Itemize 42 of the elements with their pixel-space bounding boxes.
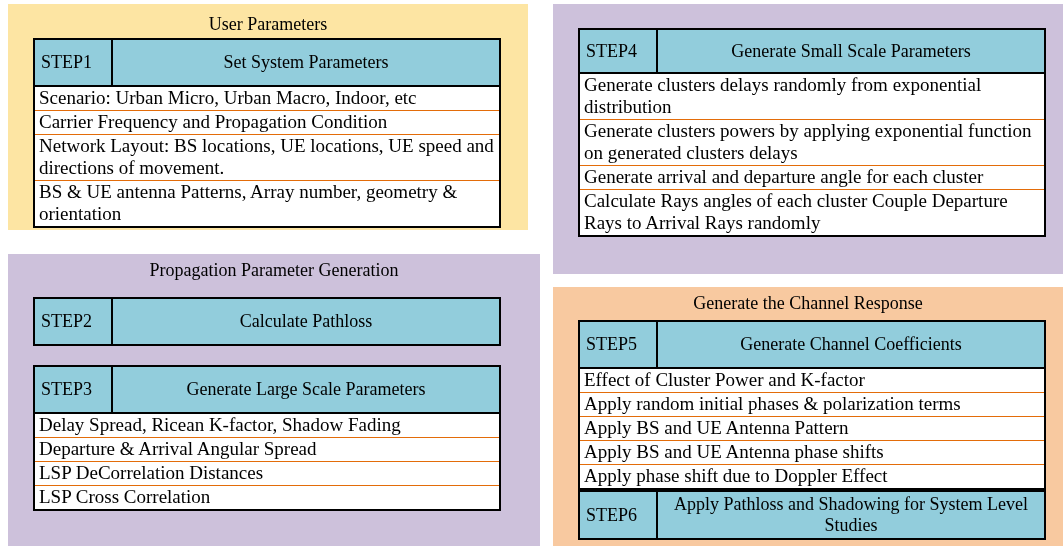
parameter-text: Generate arrival and departure angle for each cluster [580, 165, 1044, 189]
step-number: STEP3 [35, 367, 113, 412]
parameter-text: Scenario: Urban Micro, Urban Macro, Indoor, etc [38, 87, 418, 110]
step-heading: Generate Channel Coefficients [658, 322, 1044, 367]
step-number: STEP1 [35, 40, 113, 85]
panel-background [553, 287, 1063, 546]
panel-background [8, 4, 528, 230]
step-table [33, 297, 501, 346]
step-heading: Calculate Pathloss [113, 299, 499, 344]
parameter-text: LSP DeCorrelation Distances [35, 461, 499, 485]
step-number: STEP6 [580, 492, 658, 538]
parameter-text: Carrier Frequency and Propagation Condition [35, 110, 499, 134]
step-heading: Set System Parameters [113, 40, 499, 85]
parameter-text: Effect of Cluster Power and K-factor [583, 369, 866, 392]
parameter-text: Generate clusters delays randomly from exponential distribution [583, 74, 983, 119]
parameter-text: Calculate Rays angles of each cluster Couple Departure Rays to Arrival Rays randomly [580, 189, 1044, 235]
step-table [33, 38, 501, 228]
parameter-text: Generate clusters powers by applying exponential function on generated clusters delays [580, 119, 1044, 165]
parameter-text: Apply BS and UE Antenna phase shifts [580, 440, 1044, 464]
step-table [578, 28, 1046, 237]
parameter-text: Delay Spread, Ricean K-factor, Shadow Fading [38, 414, 402, 437]
step-table [578, 490, 1046, 540]
parameter-text: Departure & Arrival Angular Spread [35, 437, 499, 461]
panel-background [8, 254, 540, 546]
step-heading: Generate Small Scale Parameters [658, 30, 1044, 72]
step-number: STEP5 [580, 322, 658, 367]
parameter-text: Apply random initial phases & polarization terms [580, 392, 1044, 416]
panel-title: Propagation Parameter Generation [149, 260, 399, 280]
parameter-text: Apply phase shift due to Doppler Effect [580, 464, 1044, 488]
step-number: STEP2 [35, 299, 113, 344]
panel-title: Generate the Channel Response [693, 293, 923, 313]
step-table [33, 365, 501, 511]
parameter-text: LSP Cross Correlation [35, 485, 499, 509]
step-number: STEP4 [580, 30, 658, 72]
parameter-text: Network Layout: BS locations, UE locations, UE speed and directions of movement. [35, 134, 499, 180]
step-table [578, 320, 1046, 490]
panel-background [553, 4, 1063, 274]
step-heading: Apply Pathloss and Shadowing for System Level Studies [658, 492, 1044, 538]
parameter-text: Apply BS and UE Antenna Pattern [580, 416, 1044, 440]
parameter-text: BS & UE antenna Patterns, Array number, geometry & orientation [35, 180, 499, 226]
panel-title: User Parameters [208, 14, 328, 34]
step-heading: Generate Large Scale Parameters [113, 367, 499, 412]
